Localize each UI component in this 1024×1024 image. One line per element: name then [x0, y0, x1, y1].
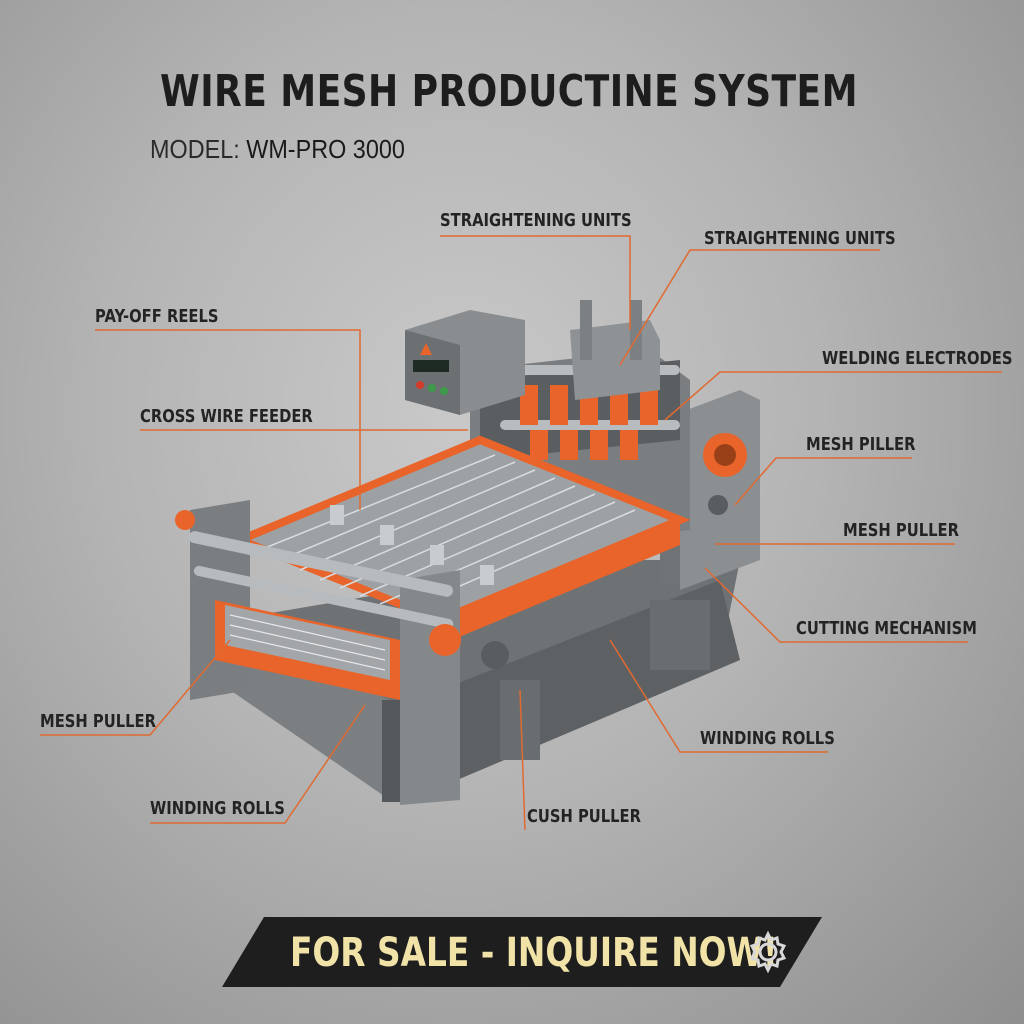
model-value: WM-PRO 3000: [246, 134, 405, 164]
callout-cutting-mechanism: CUTTING MECHANISM: [796, 618, 977, 639]
sale-banner[interactable]: [222, 917, 822, 987]
model-line: MODEL: WM-PRO 3000: [150, 134, 405, 165]
callout-straightening-units-2: STRAIGHTENING UNITS: [704, 228, 896, 249]
control-box: [405, 310, 525, 415]
sale-banner-text[interactable]: FOR SALE - INQUIRE NOW!: [290, 930, 778, 976]
leader-lines: [40, 235, 1002, 831]
callout-winding-rolls-left: WINDING ROLLS: [150, 798, 285, 819]
callout-cross-wire-feeder: CROSS WIRE FEEDER: [140, 406, 313, 427]
callout-straightening-units-1: STRAIGHTENING UNITS: [440, 210, 632, 231]
page-title: WIRE MESH PRODUCTINE SYSTEM: [160, 66, 858, 117]
left-frame: [175, 500, 509, 805]
gear-icon: [749, 930, 787, 974]
callout-pay-off-reels: PAY-OFF REELS: [95, 306, 219, 327]
callout-mesh-piller: MESH PILLER: [806, 434, 916, 455]
callout-winding-rolls-right: WINDING ROLLS: [700, 728, 835, 749]
callout-mesh-puller-left: MESH PULLER: [40, 711, 156, 732]
callout-mesh-puller-right: MESH PULLER: [843, 520, 959, 541]
callout-cush-puller: CUSH PULLER: [527, 806, 642, 827]
model-label: MODEL:: [150, 134, 240, 164]
callout-welding-electrodes: WELDING ELECTRODES: [822, 348, 1013, 369]
